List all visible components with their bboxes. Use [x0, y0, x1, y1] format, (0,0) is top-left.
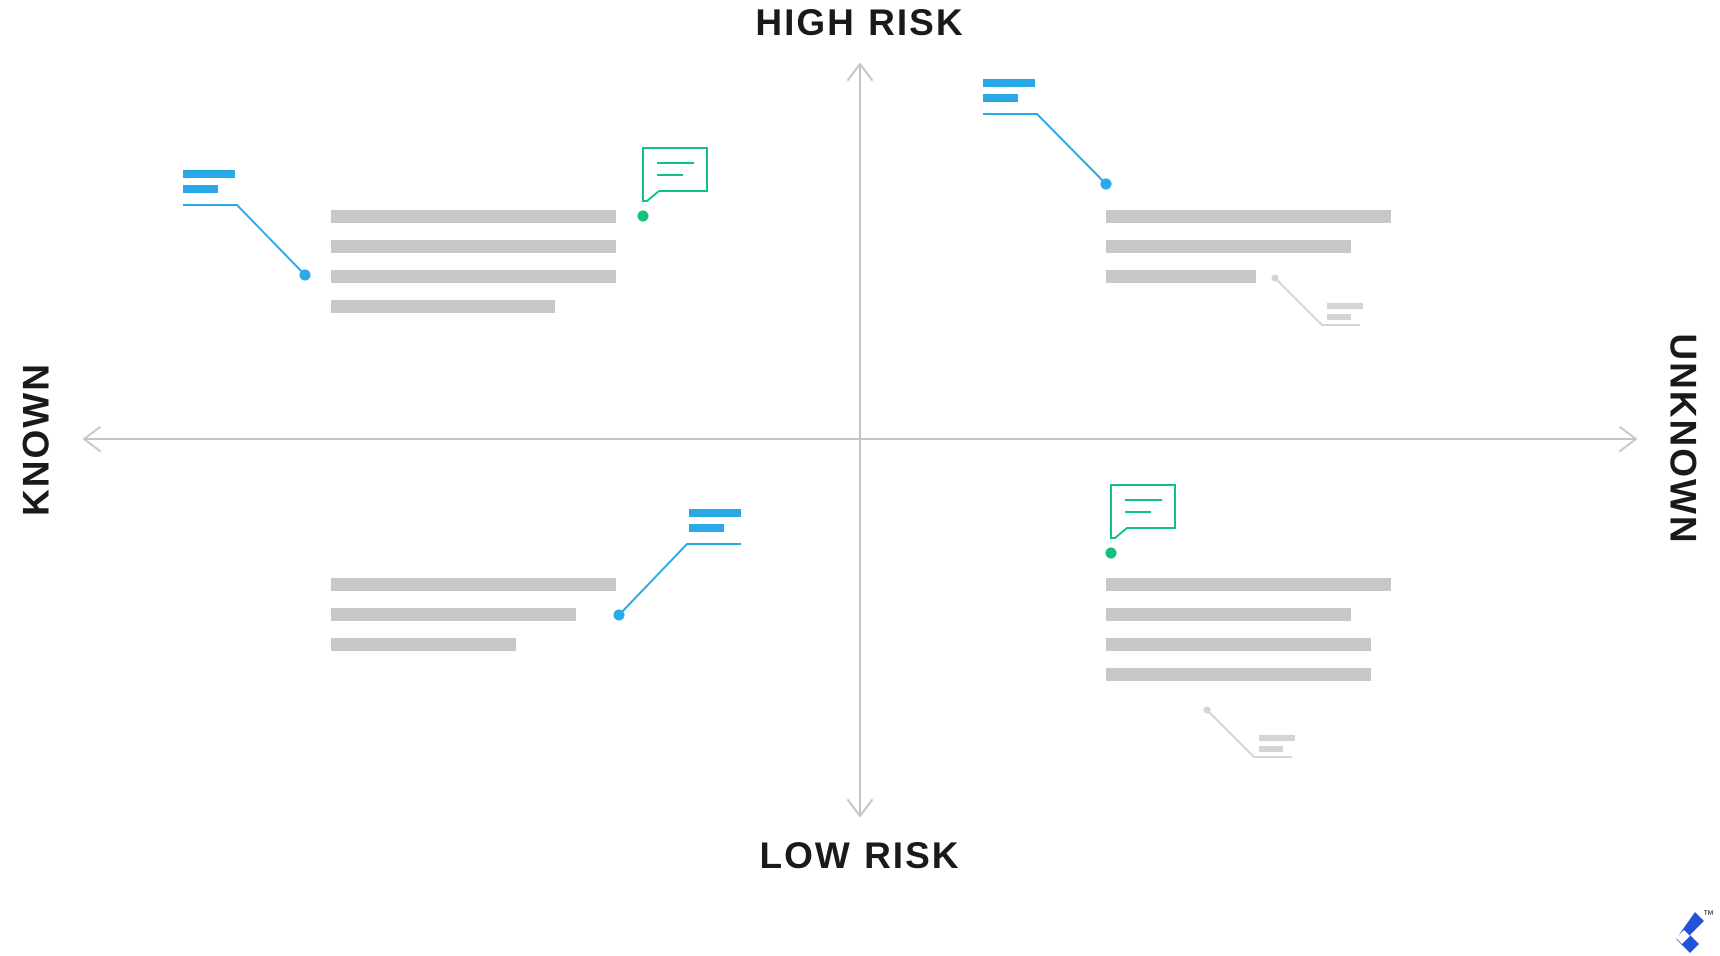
text-block	[1106, 210, 1391, 283]
comment-icon	[637, 147, 708, 222]
connector-dot	[637, 210, 649, 222]
text-line	[331, 210, 616, 223]
arrow-up-icon	[847, 63, 873, 81]
connector-dot	[1105, 547, 1117, 559]
comment-icon	[1105, 484, 1176, 559]
quadrant-bottom-right	[1105, 484, 1391, 758]
label-low-risk: LOW RISK	[759, 835, 961, 876]
text-line	[1106, 578, 1391, 591]
label-high-risk: HIGH RISK	[755, 2, 965, 43]
summary-icon-muted	[1271, 274, 1363, 326]
summary-icon	[183, 170, 311, 281]
text-line	[331, 578, 616, 591]
text-line	[331, 240, 616, 253]
text-line	[331, 638, 516, 651]
text-block	[1106, 578, 1391, 681]
connector-dot	[299, 269, 311, 281]
trademark-mark: ™	[1703, 909, 1714, 921]
text-block	[331, 210, 616, 313]
toptal-logo-icon	[1676, 912, 1704, 953]
axes	[83, 63, 1637, 817]
text-line	[331, 608, 576, 621]
text-line	[1106, 638, 1371, 651]
text-line	[331, 300, 555, 313]
arrow-right-icon	[1619, 426, 1637, 452]
quadrant-top-left	[183, 147, 708, 313]
text-line	[1106, 608, 1351, 621]
arrow-down-icon	[847, 799, 873, 817]
text-line	[1106, 270, 1256, 283]
text-line	[1106, 240, 1351, 253]
summary-icon	[613, 509, 741, 621]
text-line	[1106, 668, 1371, 681]
text-line	[331, 270, 616, 283]
text-line	[1106, 210, 1391, 223]
arrow-left-icon	[83, 426, 101, 452]
summary-icon-muted	[1203, 706, 1295, 758]
text-block	[331, 578, 616, 651]
quadrant-bottom-left	[331, 509, 741, 651]
quadrant-top-right	[983, 79, 1391, 326]
summary-icon	[983, 79, 1112, 190]
connector-dot	[613, 609, 625, 621]
connector-dot	[1100, 178, 1112, 190]
